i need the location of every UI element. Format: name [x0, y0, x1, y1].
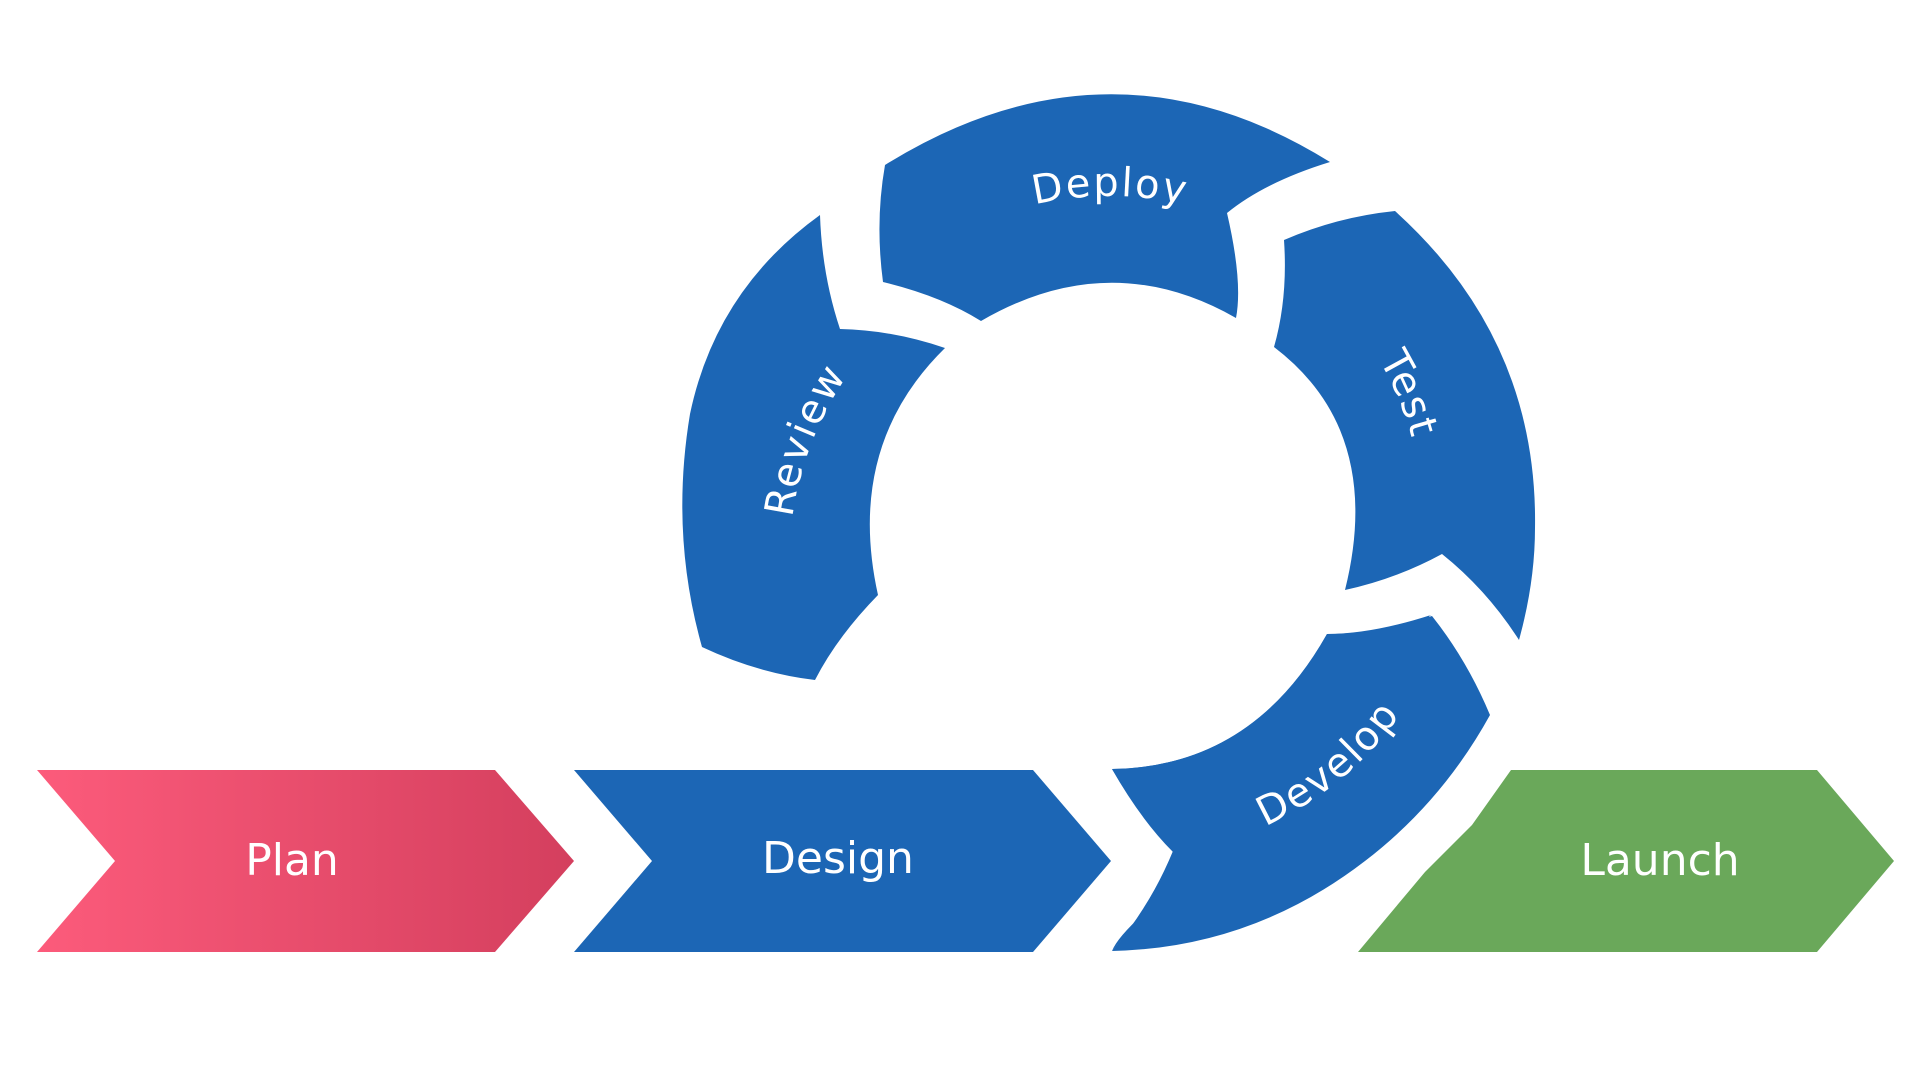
cycle: [682, 94, 1536, 951]
cycle-segment-deploy: [879, 94, 1330, 321]
launch-chevron: [1358, 770, 1894, 952]
design-label: Design: [762, 833, 914, 884]
stage-plan: Plan: [37, 770, 574, 952]
cycle-segment-develop-tail: [1112, 616, 1490, 951]
deploy-textpath: Deploy: [1028, 160, 1190, 215]
cycle-segment-review: [682, 215, 945, 680]
plan-label: Plan: [245, 835, 339, 886]
cycle-segment-test: [1274, 211, 1536, 640]
stage-design: Design: [574, 770, 1111, 952]
design-chevron: [574, 770, 1111, 952]
stage-launch: Launch: [1358, 770, 1894, 952]
plan-chevron: [37, 770, 574, 952]
launch-label: Launch: [1580, 835, 1739, 886]
cycle-label-deploy: Deploy: [1028, 160, 1192, 215]
